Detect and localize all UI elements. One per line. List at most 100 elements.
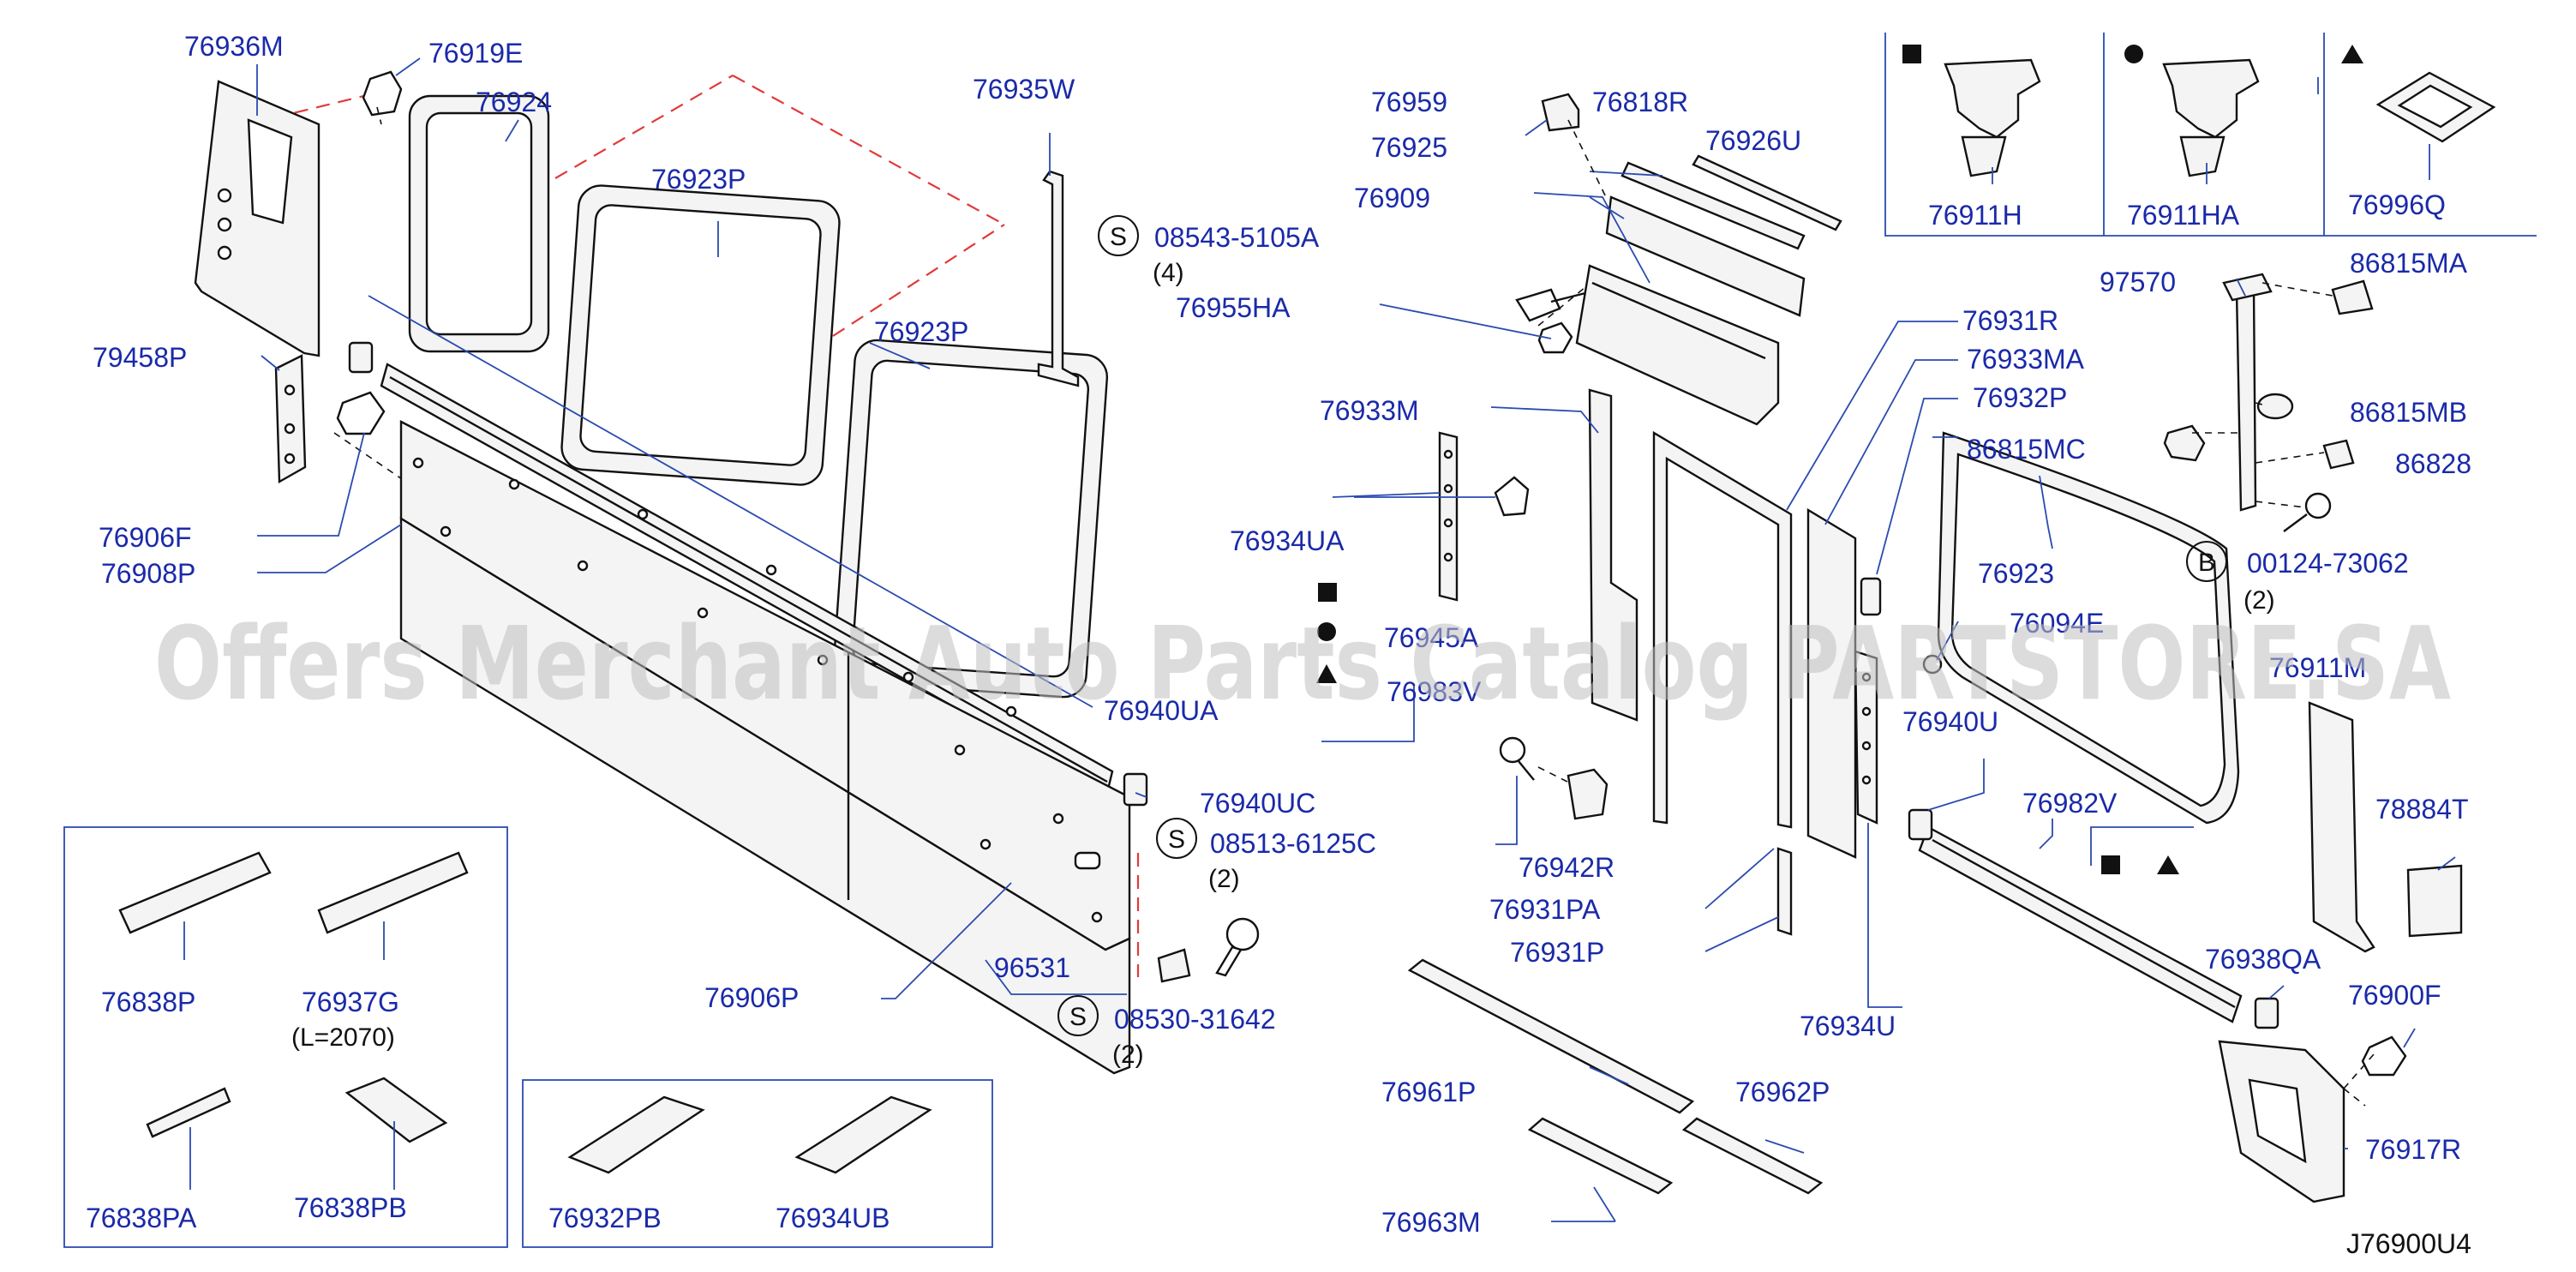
bottom-left-tape-frame (63, 826, 508, 1248)
label-96531: 96531 (994, 952, 1070, 983)
bracket-76934UA (1438, 431, 1459, 602)
triangle-symbol-76983V (1316, 664, 1337, 683)
circle-symbol-clip-legend (2124, 45, 2143, 63)
pad-76938QA (2254, 997, 2279, 1029)
label-76838PB: 76838PB (294, 1192, 407, 1223)
label-76942R: 76942R (1519, 852, 1614, 883)
watermark-text: Offers Merchant Auto Parts Catalog PARTS… (154, 604, 2451, 723)
clip-86815MA (2331, 279, 2374, 315)
strip-76961P (1407, 958, 1695, 1114)
label-76933MA: 76933MA (1967, 344, 2085, 375)
label-76931R: 76931R (1962, 305, 2058, 336)
label-76909: 76909 (1354, 183, 1430, 213)
pillar-trim-76936M (194, 80, 321, 357)
pad-76932P (1860, 577, 1882, 616)
weatherstrip-76923 (1937, 431, 2240, 825)
weatherstrip-76923P-lower (832, 339, 1109, 699)
strip-76962P (1681, 1117, 1824, 1195)
label-08513-6125C: 08513-6125C (1210, 828, 1376, 859)
triangle-symbol-pad-legend (2341, 45, 2363, 63)
label-76934U: 76934U (1800, 1011, 1896, 1041)
label-76959: 76959 (1371, 87, 1447, 117)
sheet-76934UB (794, 1095, 932, 1174)
label-76923P-a: 76923P (651, 164, 746, 195)
square-symbol-76982V (2101, 855, 2120, 874)
label-76963M: 76963M (1381, 1207, 1481, 1238)
circle-symbol-76945A (1317, 622, 1336, 641)
clip-76959 (1541, 93, 1580, 132)
label-76932P: 76932P (1973, 382, 2067, 413)
spacer-76935W (1037, 170, 1080, 387)
label-76934UA: 76934UA (1230, 525, 1345, 556)
label-76940UA: 76940UA (1104, 695, 1219, 726)
label-79458P: 79458P (93, 342, 187, 373)
label-76931P: 76931P (1510, 937, 1604, 968)
weatherstrip-76923P-upper (560, 184, 841, 486)
label-76917R: 76917R (2365, 1134, 2461, 1165)
label-76938QA: 76938QA (2205, 944, 2321, 975)
sheet-76932PB (567, 1095, 705, 1174)
label-76935W: 76935W (973, 74, 1075, 105)
label-76932PB: 76932PB (548, 1203, 662, 1233)
panel-76933MA (1806, 507, 1857, 859)
label-76838P: 76838P (101, 987, 195, 1017)
seal-76818R (1620, 161, 1806, 250)
label-76937G: 76937G (302, 987, 399, 1017)
qty-08530: (2) (1112, 1041, 1144, 1069)
rod-97570 (2222, 273, 2273, 512)
s-mark-08513: S (1168, 825, 1185, 854)
duct-76909 (1575, 264, 1780, 426)
pad-76996Q-drawing (2375, 71, 2496, 143)
grommet-86815MB (2256, 393, 2294, 420)
leader-lines (183, 57, 2456, 1222)
dashed-connections (1537, 119, 2375, 1107)
bracket-76934U (1854, 650, 1878, 825)
label-76983V: 76983V (1387, 676, 1482, 707)
label-76908P: 76908P (101, 558, 195, 589)
pad-76940UC (1123, 772, 1148, 807)
label-76911HA: 76911HA (2127, 200, 2240, 231)
pillar-76911M (2308, 701, 2375, 953)
block-78884T (2406, 864, 2463, 938)
label-76900F: 76900F (2348, 980, 2441, 1011)
label-76955HA: 76955HA (1176, 292, 1291, 323)
label-86828: 86828 (2395, 448, 2471, 479)
length-76937G: (L=2070) (291, 1023, 395, 1052)
qty-00124: (2) (2244, 586, 2275, 615)
label-76982V: 76982V (2022, 788, 2118, 819)
label-76940U: 76940U (1902, 706, 1998, 737)
label-08530-31642: 08530-31642 (1114, 1004, 1276, 1035)
part-labels: 76936M 76919E 76924 76923P 76935W 08543-… (86, 31, 2471, 1238)
label-76940UC: 76940UC (1200, 788, 1315, 819)
label-76911H: 76911H (1928, 200, 2022, 231)
cap-86815MC (2163, 424, 2206, 462)
label-76838PA: 76838PA (86, 1203, 197, 1233)
tape-76937G (317, 851, 469, 934)
label-86815MC: 86815MC (1967, 434, 2086, 465)
bolt-76942R (1499, 736, 1609, 820)
retainer-76933M (1588, 388, 1638, 722)
label-00124-73062: 00124-73062 (2247, 548, 2409, 579)
s-mark-08530: S (1069, 1003, 1087, 1031)
square-symbol-76945A (1318, 583, 1337, 602)
label-76934UB: 76934UB (776, 1203, 890, 1233)
label-97570: 97570 (2100, 267, 2176, 297)
bottom-center-sheet-frame (522, 1079, 993, 1248)
label-76931PA: 76931PA (1489, 894, 1601, 925)
s-mark-08543: S (1110, 223, 1127, 251)
strip-76931PA (1776, 847, 1793, 936)
label-76923: 76923 (1978, 558, 2054, 589)
clip-76911HA-drawing (2162, 58, 2260, 177)
label-76906F: 76906F (99, 522, 192, 553)
legend-symbols (1316, 45, 2363, 874)
tape-76838PB (344, 1077, 448, 1143)
bracket-76917R (2218, 1040, 2345, 1203)
diagram-code: J76900U4 (2346, 1228, 2471, 1259)
finisher-76925 (1605, 195, 1806, 317)
seal-76926U (1692, 154, 1842, 231)
label-76919E: 76919E (428, 38, 523, 69)
finisher-76982V (1918, 825, 2243, 1023)
clip-76900F (2361, 1035, 2407, 1077)
label-76924: 76924 (476, 87, 552, 117)
bracket-79458P (274, 354, 307, 484)
